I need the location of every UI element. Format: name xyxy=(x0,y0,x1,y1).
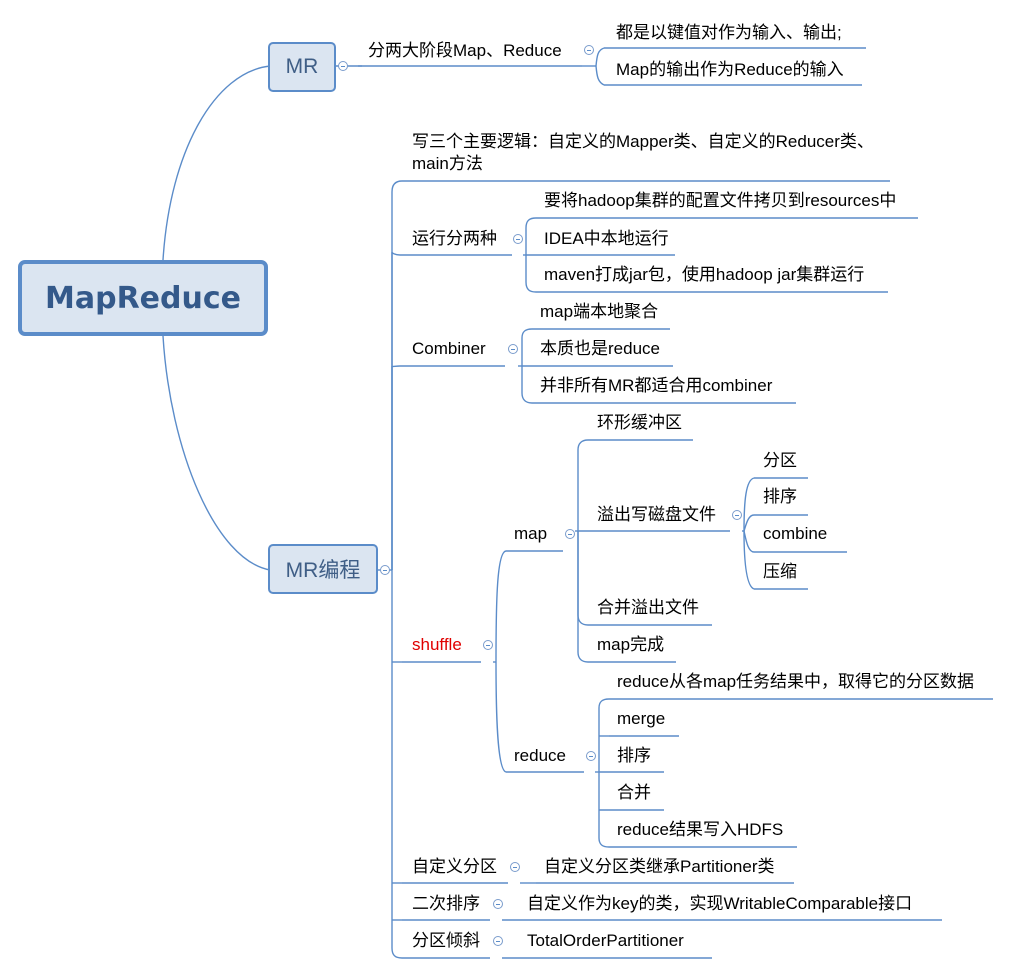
node-combine[interactable]: combine xyxy=(763,524,828,543)
node-merge-spill[interactable]: 合并溢出文件 xyxy=(597,598,699,617)
node-writable-comparable[interactable]: 自定义作为key的类，实现WritableComparable接口 xyxy=(527,894,913,913)
node-write-hdfs[interactable]: reduce结果写入HDFS xyxy=(617,820,784,839)
node-merge[interactable]: merge xyxy=(617,709,666,728)
collapse-icon[interactable] xyxy=(513,234,523,244)
root-node[interactable]: MapReduce xyxy=(18,260,268,336)
node-reduce[interactable]: reduce xyxy=(514,746,566,765)
node-map[interactable]: map xyxy=(514,524,548,543)
collapse-icon[interactable] xyxy=(508,344,518,354)
node-reduce-fetch[interactable]: reduce从各map任务结果中，取得它的分区数据 xyxy=(617,672,975,691)
node-secondary-sort[interactable]: 二次排序 xyxy=(412,894,480,913)
node-partitioner-class[interactable]: 自定义分区类继承Partitioner类 xyxy=(544,857,775,876)
node-partition[interactable]: 分区 xyxy=(763,451,797,470)
node-mr-programming[interactable]: MR编程 xyxy=(268,544,378,594)
node-map-local-agg[interactable]: map端本地聚合 xyxy=(540,302,659,321)
node-three-logic-line2[interactable]: main方法 xyxy=(412,154,483,173)
collapse-icon[interactable] xyxy=(565,529,575,539)
collapse-icon[interactable] xyxy=(510,862,520,872)
node-copy-config[interactable]: 要将hadoop集群的配置文件拷贝到resources中 xyxy=(544,191,897,210)
node-reduce-sort[interactable]: 排序 xyxy=(617,746,651,765)
collapse-icon[interactable] xyxy=(732,510,742,520)
collapse-icon[interactable] xyxy=(584,45,594,55)
node-maven-jar[interactable]: maven打成jar包，使用hadoop jar集群运行 xyxy=(544,265,865,284)
collapse-icon[interactable] xyxy=(380,565,390,575)
node-two-phases[interactable]: 分两大阶段Map、Reduce xyxy=(368,41,562,60)
collapse-icon[interactable] xyxy=(338,61,348,71)
node-run-modes[interactable]: 运行分两种 xyxy=(412,229,497,248)
node-custom-partition[interactable]: 自定义分区 xyxy=(412,857,497,876)
node-combiner[interactable]: Combiner xyxy=(412,339,486,358)
node-three-logic[interactable]: 写三个主要逻辑：自定义的Mapper类、自定义的Reducer类、 xyxy=(412,132,874,151)
collapse-icon[interactable] xyxy=(493,936,503,946)
node-essence-reduce[interactable]: 本质也是reduce xyxy=(540,339,660,358)
collapse-icon[interactable] xyxy=(586,751,596,761)
node-not-all-mr[interactable]: 并非所有MR都适合用combiner xyxy=(540,376,773,395)
node-partition-skew[interactable]: 分区倾斜 xyxy=(412,931,480,950)
node-total-order[interactable]: TotalOrderPartitioner xyxy=(527,931,684,950)
node-shuffle[interactable]: shuffle xyxy=(412,635,462,654)
node-map-output[interactable]: Map的输出作为Reduce的输入 xyxy=(616,60,844,79)
node-sort[interactable]: 排序 xyxy=(763,487,797,506)
node-kv-io[interactable]: 都是以键值对作为输入、输出; xyxy=(616,23,842,42)
node-spill[interactable]: 溢出写磁盘文件 xyxy=(597,505,716,524)
node-compress[interactable]: 压缩 xyxy=(763,562,797,581)
node-ring-buffer[interactable]: 环形缓冲区 xyxy=(597,413,682,432)
node-map-done[interactable]: map完成 xyxy=(597,635,665,654)
node-idea-local[interactable]: IDEA中本地运行 xyxy=(544,229,669,248)
node-mr[interactable]: MR xyxy=(268,42,336,92)
node-reduce-merge[interactable]: 合并 xyxy=(617,783,651,802)
collapse-icon[interactable] xyxy=(483,640,493,650)
collapse-icon[interactable] xyxy=(493,899,503,909)
